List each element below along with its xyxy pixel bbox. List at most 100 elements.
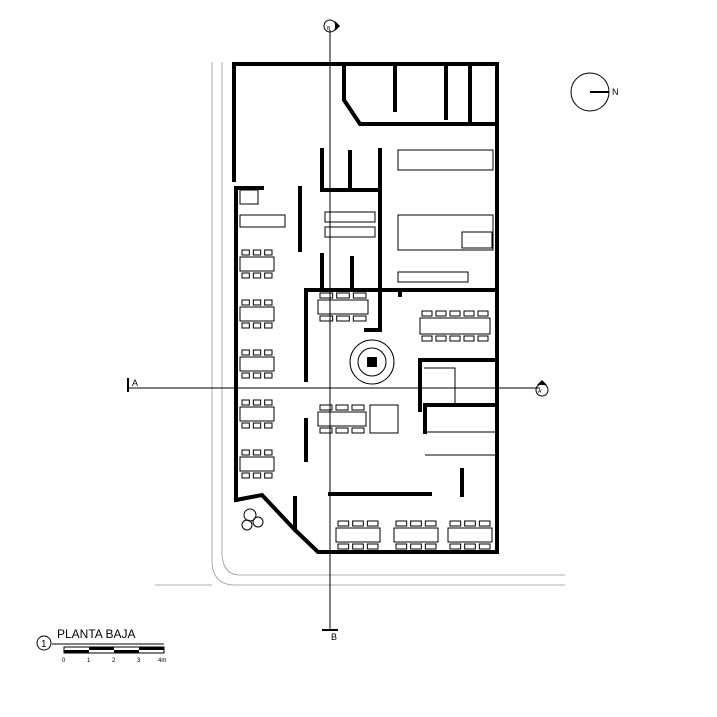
kitchen-counters [239,149,497,456]
section-a-prime-label: A' [538,389,542,395]
chair [352,315,367,322]
chair [241,449,250,456]
chair [252,472,262,479]
dining-tables [239,249,493,550]
interior-walls [304,62,499,497]
chair [410,520,422,527]
chair [477,335,489,342]
chair [435,335,447,342]
chair [252,322,262,329]
chair [319,315,334,322]
chair [421,310,433,317]
chair [264,299,273,306]
chair [478,543,491,550]
section-marker-b-top: B [323,19,340,33]
chair [252,249,262,256]
chair [241,372,250,379]
table [239,456,275,472]
chair [352,520,364,527]
chair [319,404,333,411]
chair [410,543,422,550]
table [239,406,275,422]
chair [264,322,273,329]
chair [264,399,273,406]
table [393,527,439,543]
chair [463,310,475,317]
scale-label: 3 [137,658,141,664]
table [447,527,493,543]
chair [241,272,250,279]
chair [241,399,250,406]
chair [264,422,273,429]
chair [252,422,262,429]
chair [351,427,365,434]
chair [241,422,250,429]
chair [352,543,364,550]
table [369,404,399,434]
chair [264,472,273,479]
chair [424,543,437,550]
section-b-top-label: B [327,26,331,32]
chair [464,520,476,527]
section-a-label: A [132,378,138,388]
chair [335,404,349,411]
table [239,356,275,372]
table [317,299,369,315]
chair [337,520,350,527]
table [335,527,381,543]
chair [241,349,250,356]
chair [477,310,489,317]
chair [478,520,491,527]
chair [352,292,367,299]
section-marker-a-right: A' [535,380,549,397]
chair [252,272,262,279]
scale-label: 2 [112,658,116,664]
chair [264,449,273,456]
chair [449,310,461,317]
chair [366,520,379,527]
chair [264,249,273,256]
chair [252,299,262,306]
scale-label: 0 [62,658,66,664]
chair [241,249,250,256]
planter [241,508,264,531]
north-label: N [612,87,619,97]
chair [335,427,349,434]
north-arrow: N [570,72,619,112]
chair [319,427,333,434]
chair [464,543,476,550]
chair [264,272,273,279]
drawing-number: 1 [41,639,47,650]
chair [336,315,350,322]
chair [319,292,334,299]
chair [264,372,273,379]
exterior-walls [232,62,499,554]
chair [449,520,462,527]
chair [241,472,250,479]
chair [449,335,461,342]
chair [252,449,262,456]
chair [424,520,437,527]
chair [264,349,273,356]
chair [463,335,475,342]
chair [337,543,350,550]
table [239,256,275,272]
section-marker-a-left: A [127,378,138,392]
central-fountain [349,339,395,385]
chair [252,372,262,379]
chair [241,299,250,306]
chair [351,404,365,411]
chair [395,520,408,527]
chair [252,349,262,356]
chair [421,335,433,342]
title-block: 1 PLANTA BAJA 0 1 2 3 4m [36,627,166,664]
chair [241,322,250,329]
table [239,306,275,322]
scale-label: 1 [87,658,91,664]
chair [336,292,350,299]
chair [366,543,379,550]
chair [252,399,262,406]
chair [435,310,447,317]
chair [449,543,462,550]
